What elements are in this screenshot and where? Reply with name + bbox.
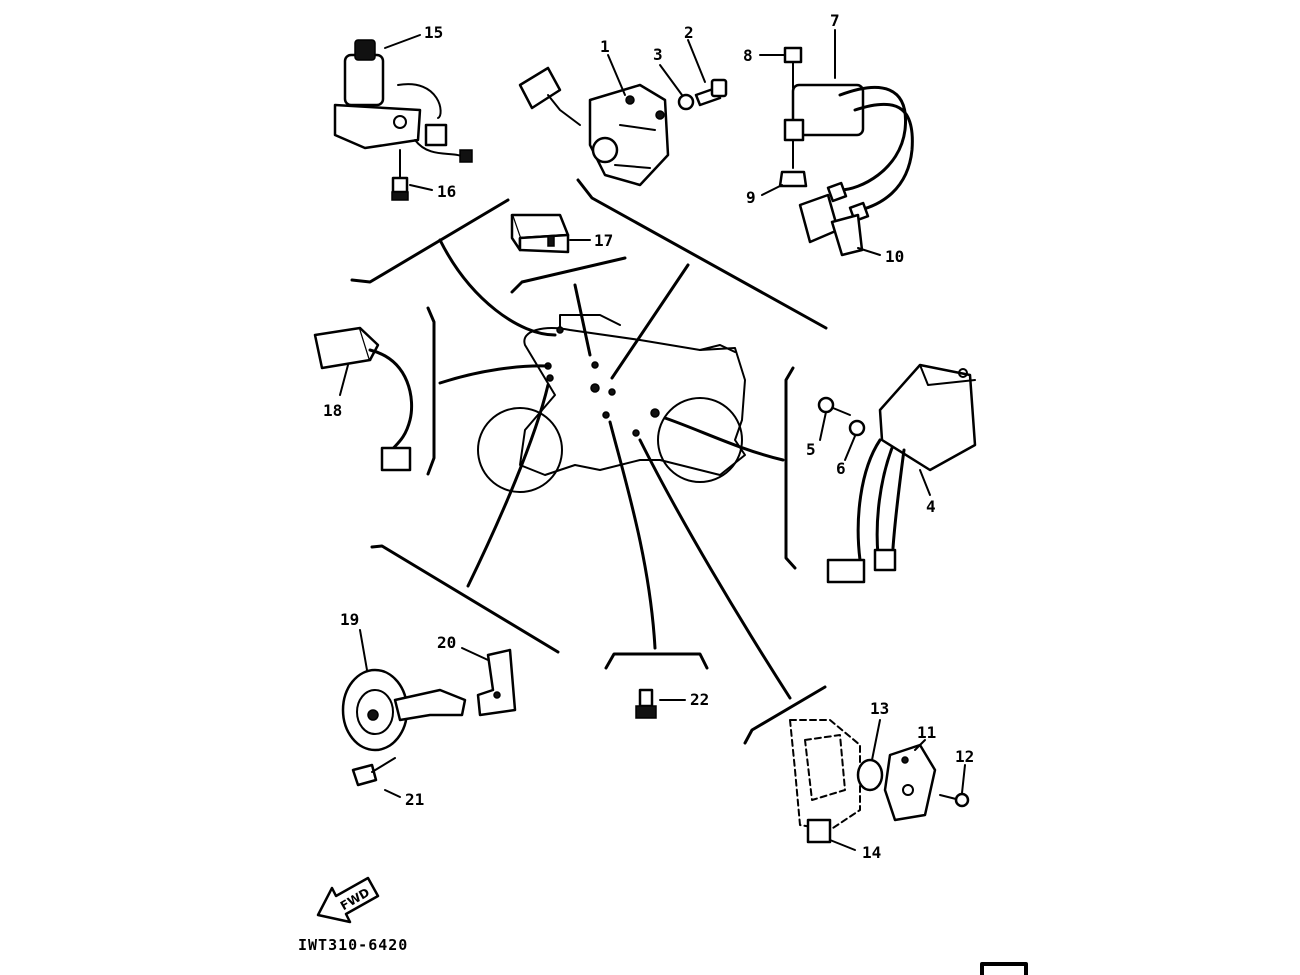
bolt-21-part bbox=[351, 757, 396, 787]
callout-3: 3 bbox=[653, 45, 663, 64]
group-brackets bbox=[350, 178, 828, 745]
callout-22: 22 bbox=[690, 690, 709, 709]
callout-17: 17 bbox=[594, 231, 613, 250]
ignition-coil-part bbox=[783, 83, 914, 257]
callout-15: 15 bbox=[424, 23, 443, 42]
page-corner-box bbox=[980, 962, 1028, 975]
bolt-8-part bbox=[783, 46, 803, 89]
callout-5: 5 bbox=[806, 440, 816, 459]
callout-7: 7 bbox=[830, 11, 840, 30]
callout-leaders bbox=[339, 29, 966, 851]
callout-12: 12 bbox=[955, 747, 974, 766]
callout-4: 4 bbox=[926, 497, 936, 516]
main-switch-part bbox=[333, 39, 473, 163]
nut-9-part bbox=[778, 139, 808, 188]
relay-17-part bbox=[510, 213, 570, 254]
callout-20: 20 bbox=[437, 633, 456, 652]
callout-10: 10 bbox=[885, 247, 904, 266]
washer-3-part bbox=[677, 93, 695, 111]
forward-arrow-icon: FWD bbox=[316, 876, 380, 924]
catalogue-code: IWT310-6420 bbox=[298, 936, 408, 954]
connector-18-part bbox=[313, 326, 414, 472]
callout-9: 9 bbox=[746, 188, 756, 207]
cdi-unit-part bbox=[826, 363, 977, 584]
callout-2: 2 bbox=[684, 23, 694, 42]
callout-19: 19 bbox=[340, 610, 359, 629]
switch-1-part bbox=[518, 66, 670, 187]
sensor-22-part bbox=[635, 688, 657, 719]
callout-21: 21 bbox=[405, 790, 424, 809]
callout-numbers: 1 2 3 4 5 6 7 8 9 10 11 12 13 14 15 16 1… bbox=[323, 11, 974, 862]
callout-1: 1 bbox=[600, 37, 610, 56]
screw-16-part bbox=[391, 149, 409, 201]
callout-16: 16 bbox=[437, 182, 456, 201]
screw-2-part bbox=[694, 78, 728, 107]
callout-11: 11 bbox=[917, 723, 936, 742]
callout-13: 13 bbox=[870, 699, 889, 718]
callout-6: 6 bbox=[836, 459, 846, 478]
washer-6-part bbox=[848, 419, 866, 437]
callout-14: 14 bbox=[862, 843, 881, 862]
neutral-switch-part bbox=[789, 719, 970, 844]
motorcycle-outline bbox=[477, 314, 746, 493]
callout-8: 8 bbox=[743, 46, 753, 65]
bracket-20-part bbox=[476, 648, 517, 717]
horn-part bbox=[341, 668, 467, 752]
callout-18: 18 bbox=[323, 401, 342, 420]
leader-lines bbox=[438, 238, 792, 700]
screw-5-part bbox=[817, 396, 851, 416]
